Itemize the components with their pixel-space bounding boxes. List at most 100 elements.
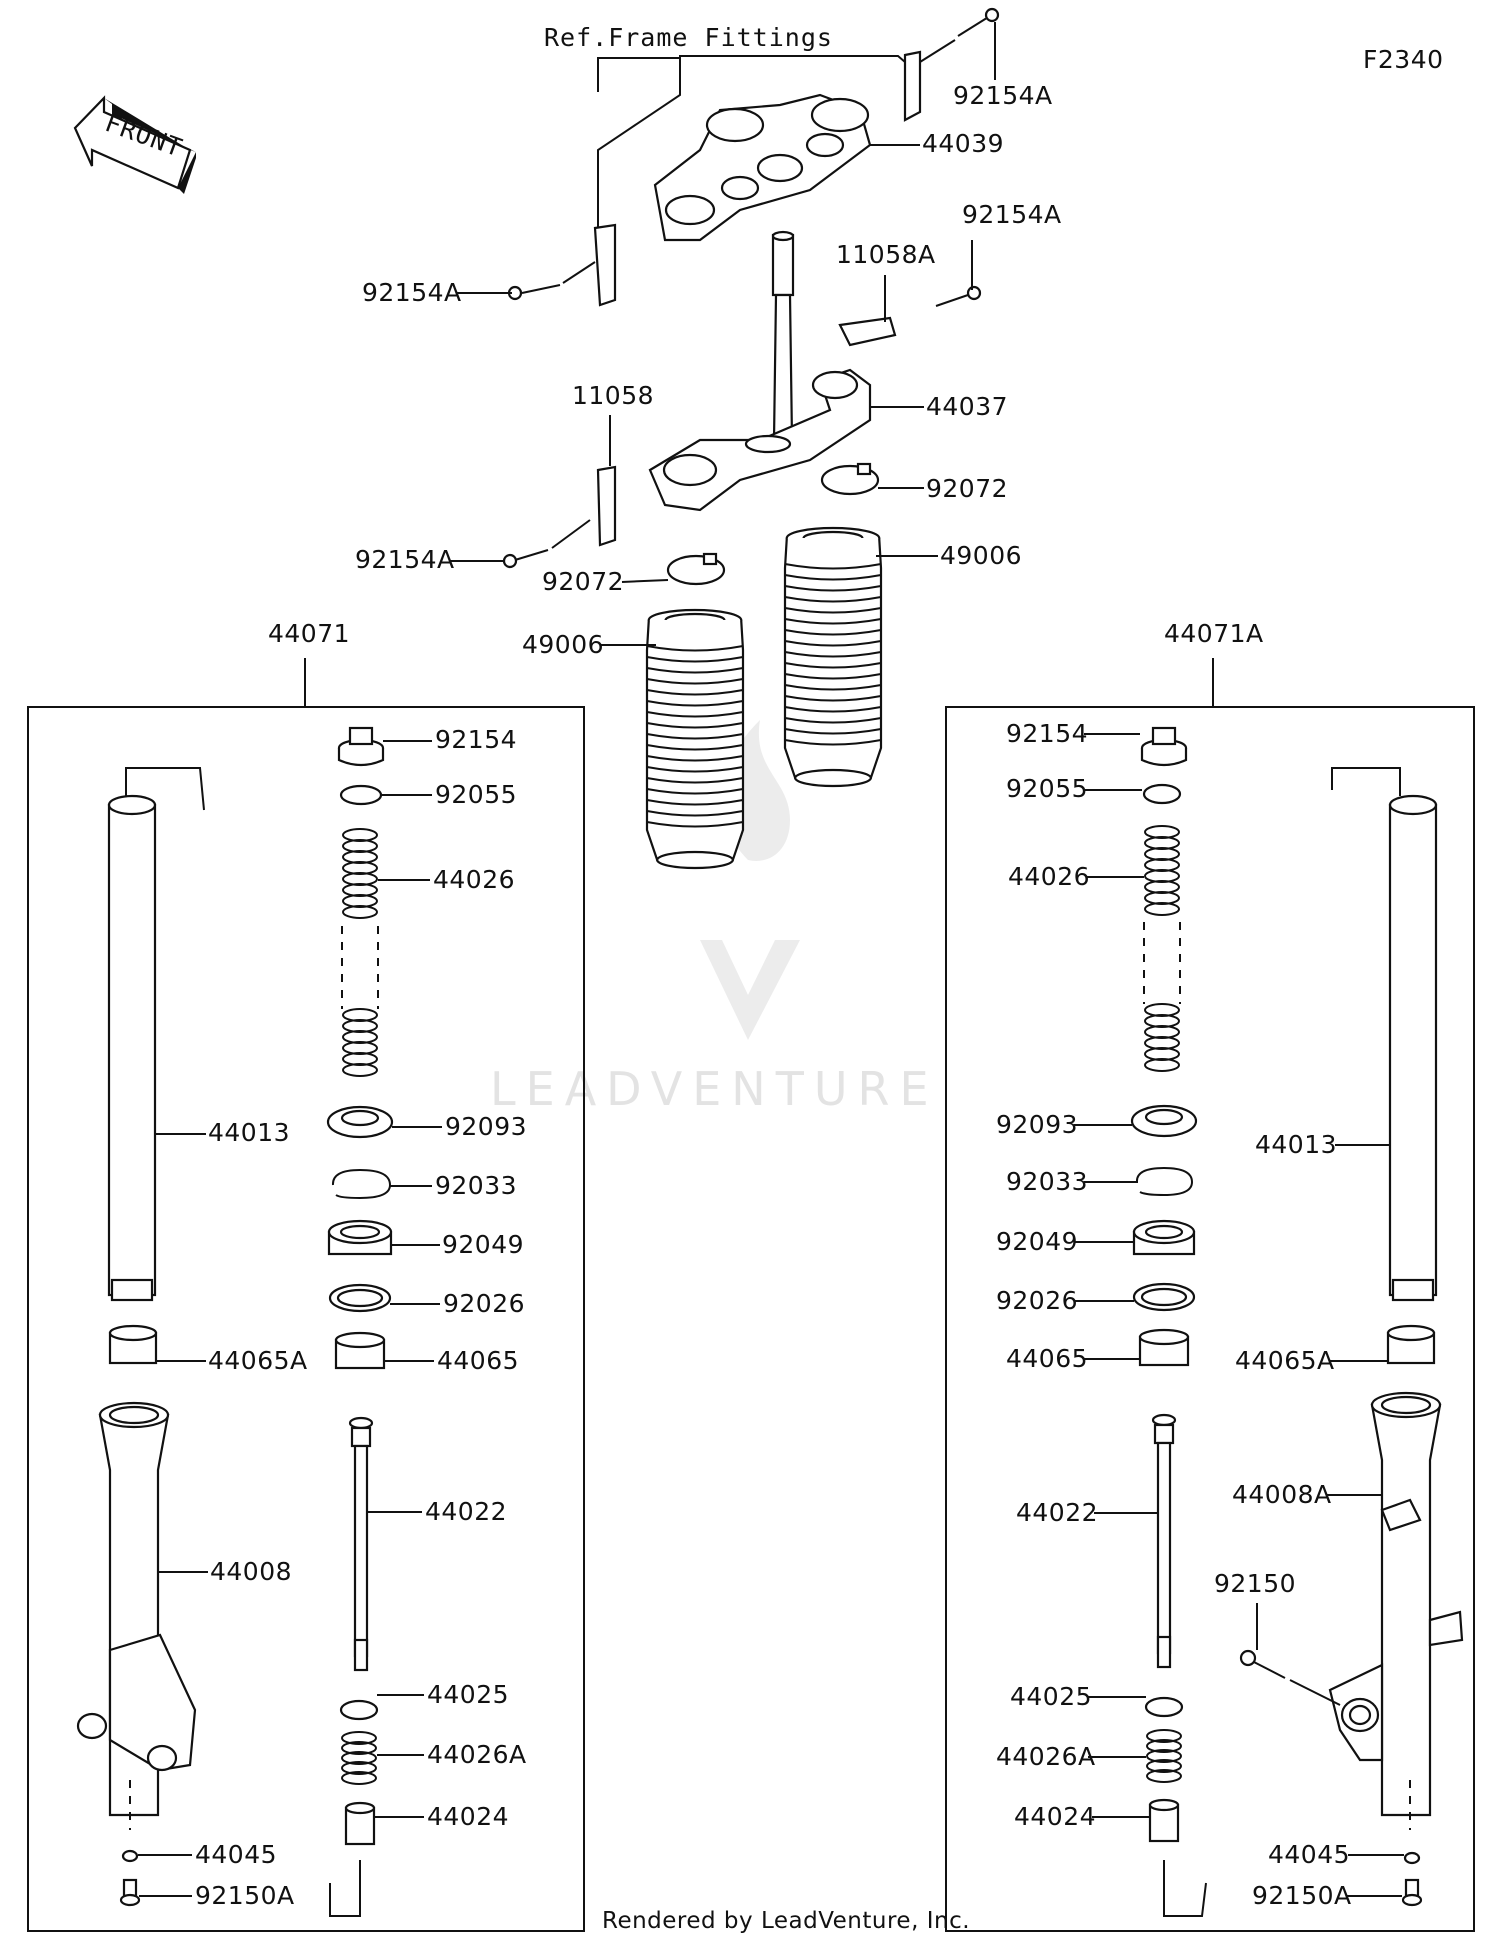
fork-spring [341, 828, 379, 1077]
front-arrow-icon: FRONT [73, 95, 196, 194]
fork-boot-left [645, 608, 745, 870]
label-44025: 44025 [427, 1680, 509, 1709]
fork-cap-bolt [337, 726, 385, 767]
label-92154A: 92154A [355, 545, 455, 574]
ref-line-left [597, 58, 681, 235]
label-44022: 44022 [1016, 1498, 1098, 1527]
o-ring [1142, 783, 1182, 805]
washer-icon [121, 1849, 139, 1863]
rebound-spring [1146, 1729, 1182, 1783]
oil-lock-piece [344, 1801, 376, 1846]
label-44013: 44013 [208, 1118, 290, 1147]
label-92033: 92033 [435, 1171, 517, 1200]
label-92150A: 92150A [195, 1881, 295, 1910]
label-44026A: 44026A [427, 1740, 527, 1769]
label-92093: 92093 [996, 1110, 1078, 1139]
label-44008A: 44008A [1232, 1480, 1332, 1509]
fork-spring [1143, 825, 1181, 1072]
label-44024: 44024 [427, 1802, 509, 1831]
bushing [1138, 1328, 1190, 1367]
bolt-icon [507, 261, 596, 301]
assembly-box-right [945, 706, 1475, 1932]
hose-clamp-icon [820, 462, 880, 496]
fork-cap-bolt [1140, 726, 1188, 767]
inner-tube [107, 767, 205, 1302]
washer-icon [1403, 1851, 1421, 1865]
inner-tube [1331, 767, 1438, 1302]
bolt-icon [1401, 1878, 1423, 1907]
label-92072: 92072 [926, 474, 1008, 503]
stop-ring [1136, 1166, 1194, 1197]
label-44008: 44008 [210, 1557, 292, 1586]
watermark-text: LEADVENTURE [490, 1062, 939, 1116]
bolt-icon [119, 1878, 141, 1907]
label-44045: 44045 [195, 1840, 277, 1869]
bushing [108, 1324, 158, 1365]
outer-tube [76, 1401, 197, 1830]
label-92026: 92026 [996, 1286, 1078, 1315]
stop-ring [331, 1168, 392, 1200]
bracket-11058A [838, 316, 897, 347]
label-44065A: 44065A [208, 1346, 308, 1375]
label-92150: 92150 [1214, 1569, 1296, 1598]
rebound-spring [341, 1731, 377, 1785]
bolt-icon [935, 285, 982, 307]
label-44026: 44026 [433, 865, 515, 894]
bushing [1386, 1324, 1436, 1365]
washer [328, 1283, 392, 1313]
label-92093: 92093 [445, 1112, 527, 1141]
assembly-box-left [27, 706, 585, 1932]
bracket-right-top [903, 50, 922, 122]
steering-stem [771, 230, 795, 442]
damper-rod [1151, 1413, 1177, 1669]
label-11058: 11058 [572, 381, 654, 410]
hose-clamp-icon [666, 552, 726, 586]
label-49006: 49006 [522, 630, 604, 659]
label-44045: 44045 [1268, 1840, 1350, 1869]
label-92154A: 92154A [362, 278, 462, 307]
label-44022: 44022 [425, 1497, 507, 1526]
piston-ring [1144, 1696, 1184, 1718]
lower-triple-clamp [648, 368, 872, 512]
ref-line-right [679, 55, 906, 63]
ref-frame-label: Ref.Frame Fittings [544, 23, 833, 52]
label-92055: 92055 [435, 780, 517, 809]
label-92154A: 92154A [953, 81, 1053, 110]
label-44026A: 44026A [996, 1742, 1096, 1771]
label-44037: 44037 [926, 392, 1008, 421]
bolt-icon [919, 7, 1000, 63]
assembly-label-44071A: 44071A [1164, 619, 1264, 648]
left-fork-assembly: 44071 [27, 619, 585, 1932]
label-92154: 92154 [1006, 719, 1088, 748]
label-92154: 92154 [435, 725, 517, 754]
label-92072: 92072 [542, 567, 624, 596]
assembly-label-44071: 44071 [268, 619, 350, 648]
label-92049: 92049 [996, 1227, 1078, 1256]
bracket-left-top [593, 223, 617, 307]
bracket-11058 [596, 465, 617, 547]
label-44025: 44025 [1010, 1682, 1092, 1711]
label-92150A: 92150A [1252, 1881, 1352, 1910]
right-fork-assembly: 44071A [945, 619, 1475, 1932]
label-92055: 92055 [1006, 774, 1088, 803]
damper-rod [348, 1416, 374, 1672]
footer-credit: Rendered by LeadVenture, Inc. [602, 1908, 970, 1934]
label-44039: 44039 [922, 129, 1004, 158]
label-92026: 92026 [443, 1289, 525, 1318]
bolt-icon [502, 519, 591, 569]
oil-seal [1132, 1219, 1196, 1256]
label-44026: 44026 [1008, 862, 1090, 891]
piston-ring [339, 1699, 379, 1721]
label-44013: 44013 [1255, 1130, 1337, 1159]
bushing [334, 1331, 386, 1370]
label-44065A: 44065A [1235, 1346, 1335, 1375]
dust-seal [326, 1105, 394, 1139]
label-44024: 44024 [1014, 1802, 1096, 1831]
label-44065: 44065 [1006, 1344, 1088, 1373]
oil-lock-piece [1148, 1798, 1180, 1843]
label-44065: 44065 [437, 1346, 519, 1375]
washer [1132, 1282, 1196, 1312]
label-49006: 49006 [940, 541, 1022, 570]
diagram-code: F2340 [1363, 45, 1444, 74]
